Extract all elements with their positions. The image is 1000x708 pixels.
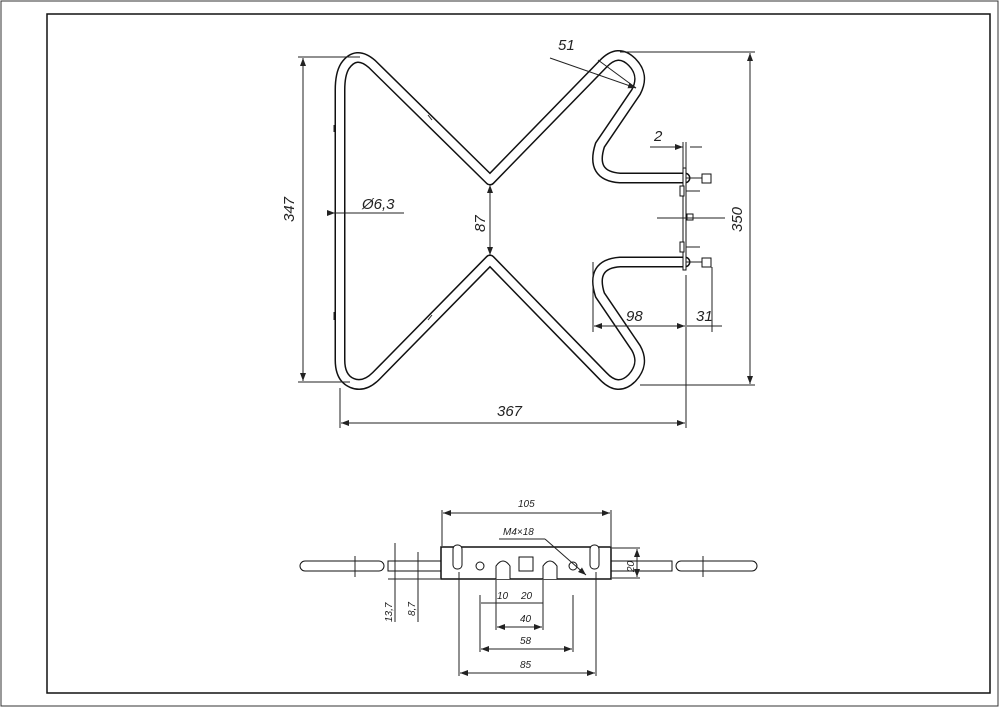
dim-tube-offset-b: 8,7 xyxy=(407,602,418,616)
dim-height-left: 347 xyxy=(281,196,298,222)
dim-bend-radius: 51 xyxy=(558,37,575,54)
dim-terminal-offset: 98 xyxy=(626,308,643,325)
top-view-dimensions: 347 350 367 87 Ø6,3 51 2 98 31 xyxy=(281,37,755,428)
dim-screw: M4×18 xyxy=(503,527,534,538)
side-view-dimensions: 105 M4×18 20 13,7 8,7 10 20 40 58 85 xyxy=(384,499,640,676)
dim-tube-diameter: Ø6,3 xyxy=(361,196,395,213)
dim-plate-height: 20 xyxy=(626,560,637,573)
dim-tube-offset-a: 13,7 xyxy=(384,602,395,622)
dim-width: 367 xyxy=(497,403,523,420)
dim-mount-span: 85 xyxy=(520,660,532,671)
dim-terminal-length: 31 xyxy=(696,308,713,325)
dim-height-right: 350 xyxy=(729,206,746,232)
heating-element-top-view xyxy=(333,50,725,390)
dim-plate-width: 105 xyxy=(518,499,535,510)
dim-hole-span: 58 xyxy=(520,636,532,647)
dim-plate-thickness: 2 xyxy=(653,128,663,145)
dim-slot-span: 40 xyxy=(520,614,532,625)
dim-slot-gap: 20 xyxy=(520,591,533,602)
dim-center-gap: 87 xyxy=(472,215,489,232)
heating-element-side-view xyxy=(299,544,758,580)
dim-slot-width: 10 xyxy=(497,591,509,602)
inner-frame xyxy=(46,13,991,694)
